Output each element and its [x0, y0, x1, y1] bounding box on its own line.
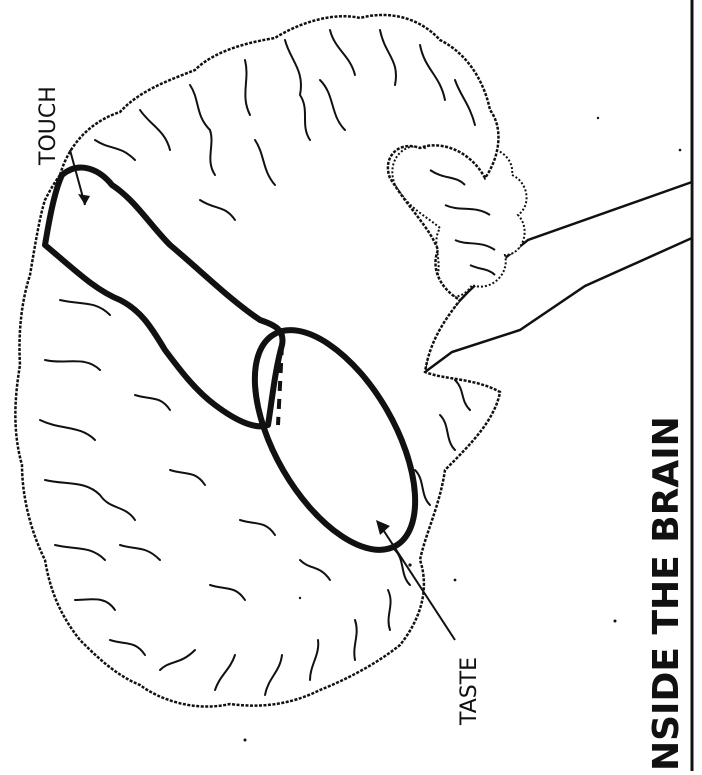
diagram-title: NSIDE THE BRAIN: [646, 416, 687, 771]
taste-label: TASTE: [457, 657, 482, 726]
touch-label: TOUCH: [36, 86, 61, 166]
